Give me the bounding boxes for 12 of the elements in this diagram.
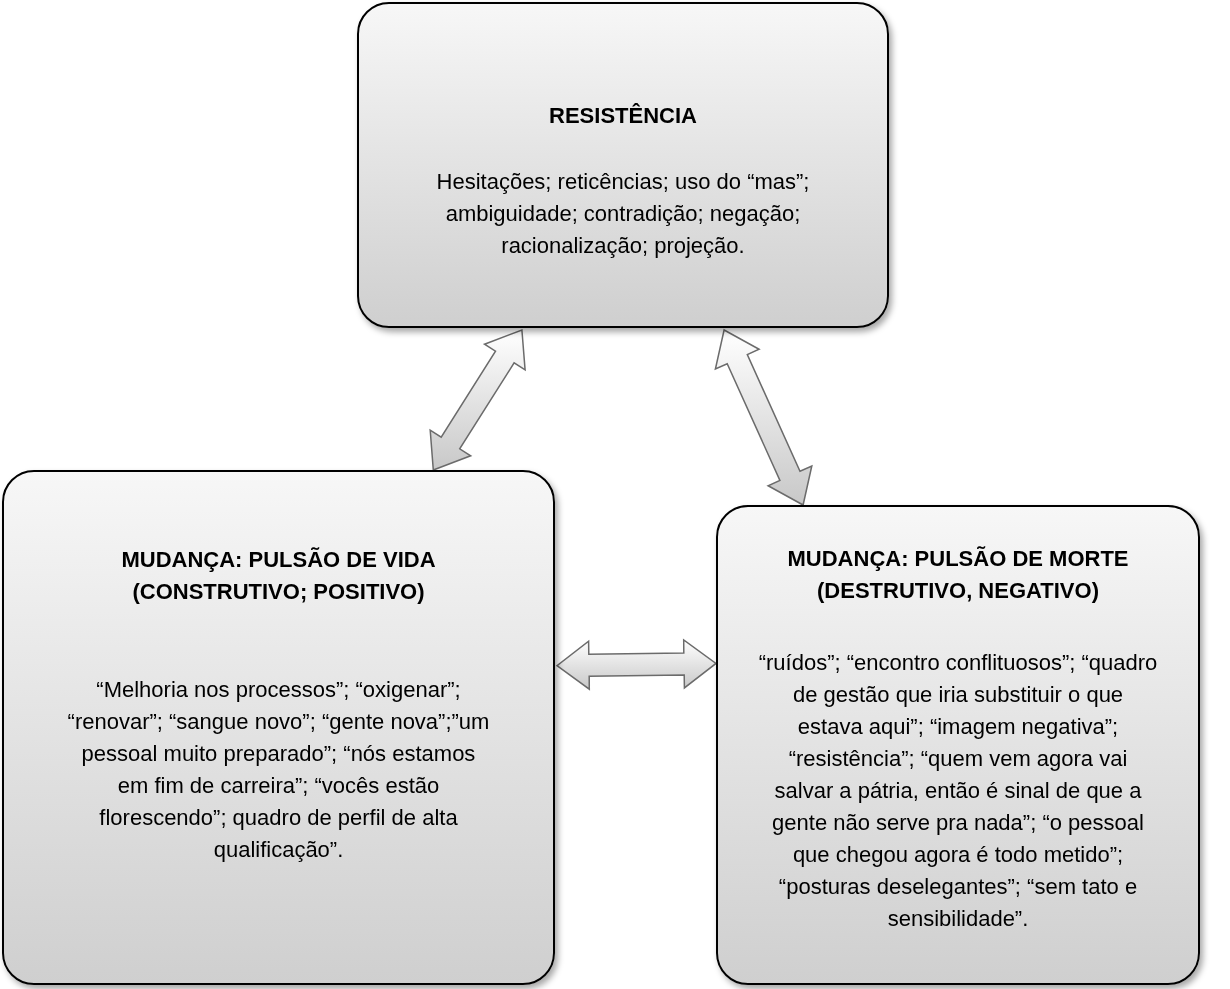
rounded-text-box	[716, 505, 1200, 985]
box-heading: RESISTÊNCIA	[549, 102, 697, 130]
rounded-text-box	[357, 2, 889, 328]
box-heading: MUDANÇA: PULSÃO DE VIDA (CONSTRUTIVO; POSITIVO)	[120, 546, 437, 606]
box-body-text: “Melhoria nos processos”; “oxigenar”; “renovar”; “sangue novo”; “gente nova”;”um pessoal muito preparado”; “nós estamos em fim de carreira”; “vocês estão florescendo”; quadro de perfil de alta qualificação”.	[66, 676, 491, 864]
box-body-text: Hesitações; reticências; uso do “mas”; ambiguidade; contradição; negação; racionalização; projeção.	[435, 168, 811, 260]
box-body-text: “ruídos”; “encontro conflituosos”; “quadro de gestão que iria substituir o que estava aqui”; “imagem negativa”; “resistência”; “quem vem agora vai salvar a pátria, então é sinal de que a gente não serve pra nada”; “o pessoal que chegou agora é todo metido”; “posturas deselegantes”; “sem tato e sensibilidade”.	[758, 649, 1158, 933]
double-arrow	[555, 638, 718, 691]
double-arrow	[429, 328, 526, 472]
box-heading: MUDANÇA: PULSÃO DE MORTE (DESTRUTIVO, NEGATIVO)	[786, 545, 1130, 605]
double-arrow	[714, 328, 813, 507]
rounded-text-box	[2, 470, 555, 985]
